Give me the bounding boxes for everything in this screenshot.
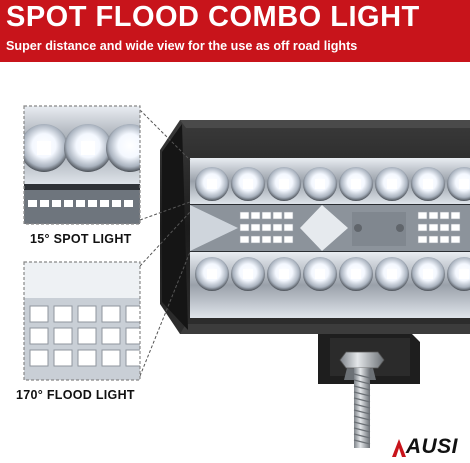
flood-light-label: 170° FLOOD LIGHT bbox=[16, 388, 135, 402]
spot-zoom-callout bbox=[23, 105, 191, 225]
page-title: SPOT FLOOD COMBO LIGHT bbox=[6, 1, 420, 33]
housing-top-edge bbox=[180, 120, 470, 128]
spot-light-label: 15° SPOT LIGHT bbox=[30, 232, 132, 246]
mounting-bolt bbox=[339, 351, 385, 448]
title-banner: SPOT FLOOD COMBO LIGHT Super distance an… bbox=[0, 0, 470, 62]
light-bar bbox=[160, 120, 470, 448]
bar-end-cap bbox=[162, 124, 188, 330]
page-subtitle: Super distance and wide view for the use… bbox=[6, 39, 358, 53]
bottom-led-row bbox=[190, 252, 470, 318]
brand-name: AUSI bbox=[405, 435, 458, 458]
middle-led-strip bbox=[190, 205, 470, 251]
flood-zoom-callout bbox=[23, 211, 191, 381]
brand-mark-icon bbox=[392, 439, 406, 457]
top-led-row bbox=[190, 158, 470, 204]
housing-bottom-edge bbox=[180, 324, 470, 334]
product-scene bbox=[23, 105, 470, 448]
brand-logo: AUSI bbox=[378, 435, 458, 458]
